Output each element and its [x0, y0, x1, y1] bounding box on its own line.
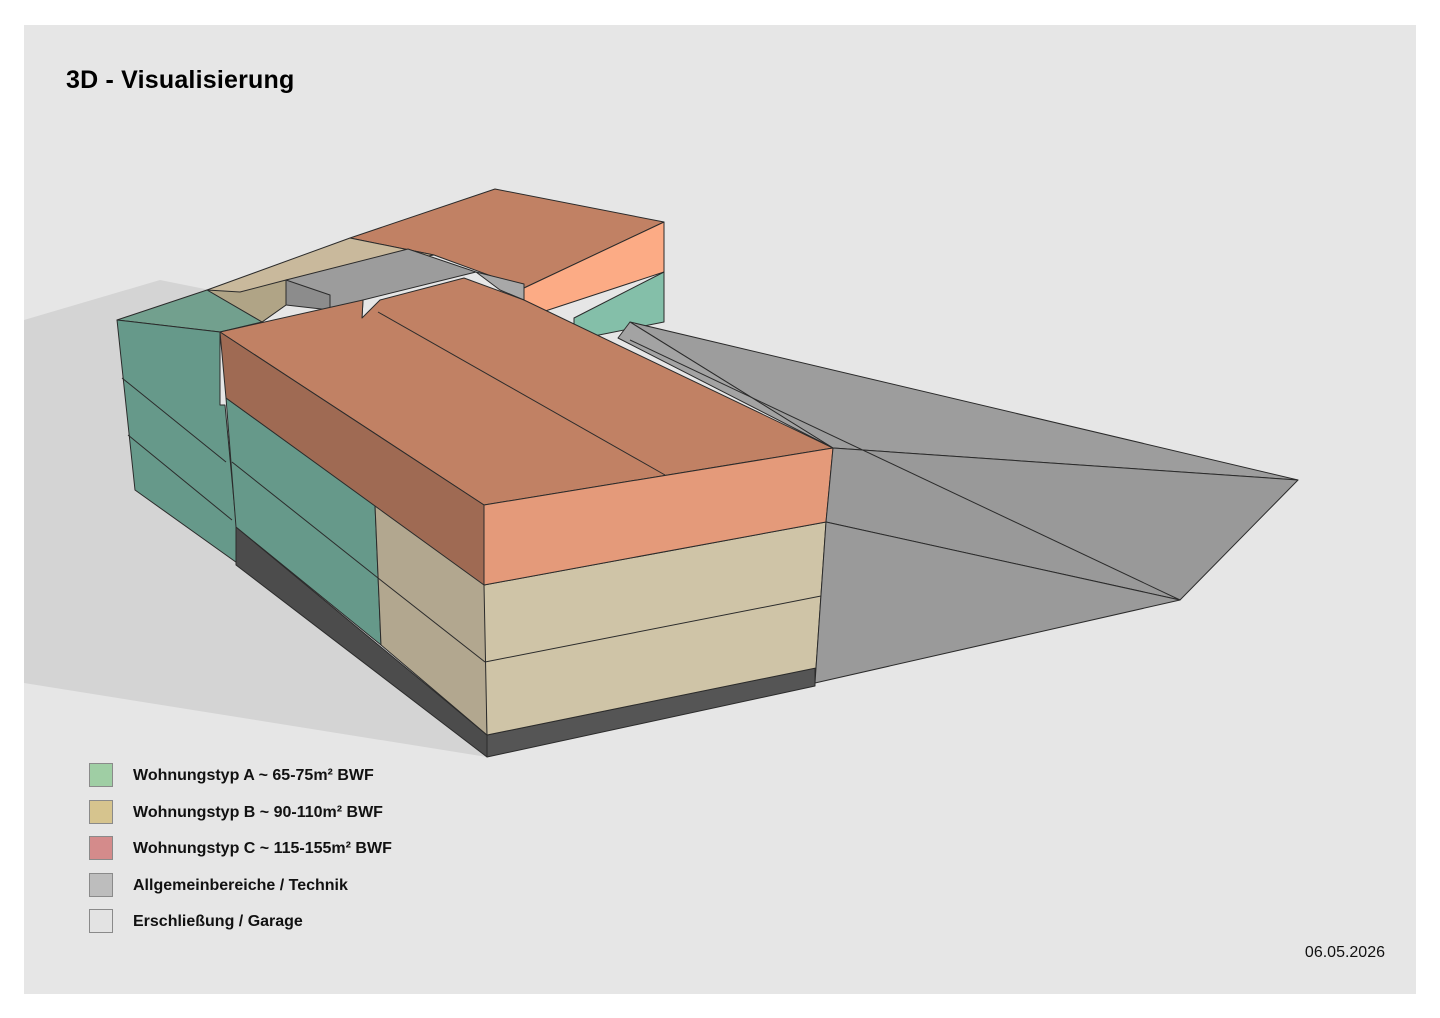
legend-item-typ-b: Wohnungstyp B ~ 90-110m² BWF	[89, 799, 392, 837]
legend-swatch-typ-a	[89, 763, 113, 787]
legend-swatch-erschliessung	[89, 909, 113, 933]
legend-label-typ-c: Wohnungstyp C ~ 115-155m² BWF	[133, 840, 392, 857]
page-title: 3D - Visualisierung	[66, 66, 295, 94]
ground-shadow	[24, 280, 487, 757]
legend-label-typ-a: Wohnungstyp A ~ 65-75m² BWF	[133, 767, 374, 784]
legend-swatch-typ-b	[89, 799, 113, 824]
legend: Wohnungstyp A ~ 65-75m² BWF Wohnungstyp …	[89, 763, 392, 946]
legend-item-erschliessung: Erschließung / Garage	[89, 909, 392, 946]
legend-swatch-typ-c	[89, 836, 113, 860]
legend-item-typ-c: Wohnungstyp C ~ 115-155m² BWF	[89, 836, 392, 873]
legend-item-allgemein: Allgemeinbereiche / Technik	[89, 872, 392, 910]
legend-item-typ-a: Wohnungstyp A ~ 65-75m² BWF	[89, 763, 392, 800]
legend-label-allgemein: Allgemeinbereiche / Technik	[133, 876, 348, 894]
legend-swatch-allgemein	[89, 872, 113, 897]
legend-label-erschliessung: Erschließung / Garage	[133, 913, 303, 930]
legend-label-typ-b: Wohnungstyp B ~ 90-110m² BWF	[133, 803, 383, 821]
terrain-front	[814, 521, 1181, 684]
date-label: 06.05.2026	[1304, 944, 1385, 961]
